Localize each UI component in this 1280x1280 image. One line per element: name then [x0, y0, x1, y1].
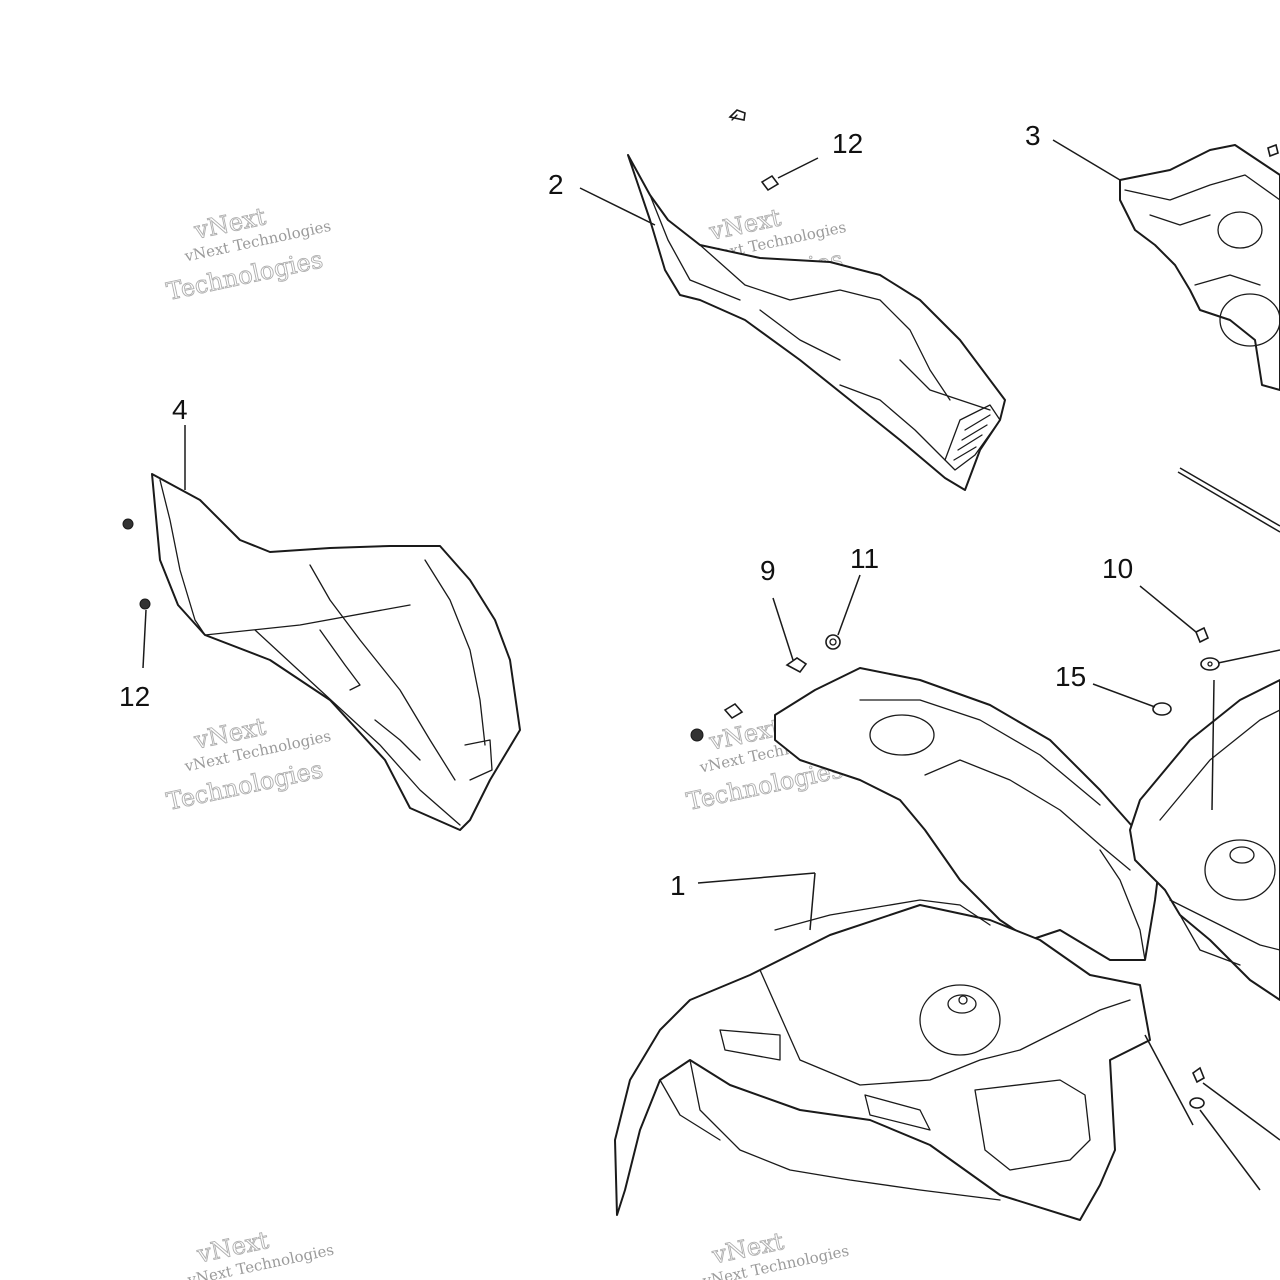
callout-2: 2 [548, 169, 564, 200]
hardware-rivet-12-top [760, 174, 780, 192]
watermark-mid-left: vNext vNext Technologies Technologies [164, 712, 333, 816]
callout-12-left: 12 [119, 681, 150, 712]
hardware-rivet-4-top [122, 518, 134, 530]
hardware-bolt-bottom [1192, 1066, 1206, 1084]
watermark-top-left: vNext vNext Technologies Technologies [164, 202, 333, 306]
hardware-nut-left [690, 728, 704, 742]
callout-15: 15 [1055, 661, 1086, 692]
part-3-front-panel [1119, 144, 1280, 391]
callout-11: 11 [850, 543, 879, 574]
hardware-plug-15 [1152, 702, 1172, 716]
part-right-fender [1129, 679, 1280, 1001]
hardware-rivet-3 [1267, 143, 1279, 158]
hardware-washer-bottom [1189, 1097, 1205, 1109]
part-4-left-side-panel [151, 473, 521, 831]
part-1-front-fender [614, 667, 1161, 1221]
hardware-rivet-12-left [139, 598, 151, 610]
callout-3: 3 [1025, 120, 1041, 151]
watermark-bottom-left: vNext vNext Technologies [185, 1226, 335, 1280]
hardware-bolt-left [723, 702, 744, 720]
callout-12-top: 12 [832, 128, 863, 159]
hardware-washer [1200, 657, 1220, 671]
hardware-nut-11 [825, 634, 841, 650]
hardware-rivet-9 [785, 657, 808, 674]
leader-lines [142, 139, 1280, 1191]
callout-10: 10 [1102, 553, 1133, 584]
hardware-screw-top [728, 109, 746, 121]
rod-part [1177, 467, 1280, 533]
hardware-rivet-10 [1194, 626, 1210, 644]
watermark-bottom-center: vNext vNext Technologies [700, 1227, 850, 1280]
callout-9: 9 [760, 555, 776, 586]
callout-4: 4 [172, 394, 188, 425]
callout-1: 1 [670, 870, 686, 901]
part-2-side-panel [627, 154, 1006, 491]
